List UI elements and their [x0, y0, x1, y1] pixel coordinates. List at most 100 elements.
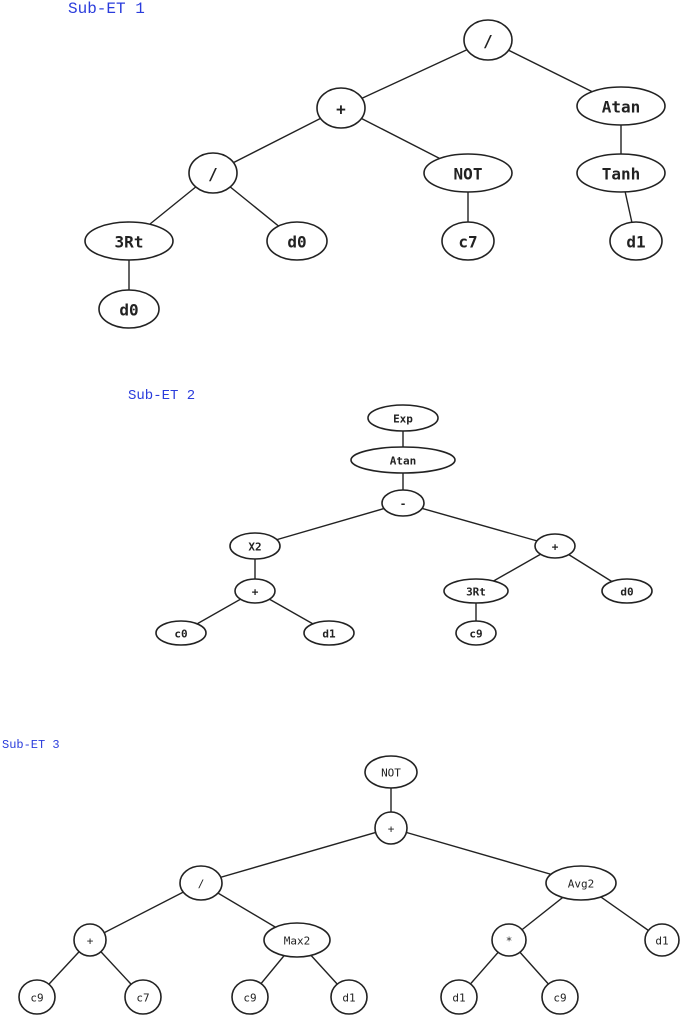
- tree-node-plus: +: [73, 923, 107, 957]
- tree-node-divide: /: [463, 19, 513, 61]
- tree-node-d1: d1: [303, 620, 355, 646]
- tree-edge: [212, 107, 342, 174]
- tree-node-max2: Max2: [263, 922, 331, 958]
- tree-node-ellipse: [234, 578, 276, 604]
- tree-node-ellipse: [188, 152, 238, 194]
- tree-node-label: NOT: [381, 767, 401, 780]
- tree-node-c7: c7: [124, 979, 162, 1015]
- tree-node-ellipse: [330, 979, 368, 1015]
- tree-node-not: NOT: [423, 153, 513, 193]
- tree-node-x2: X2: [229, 532, 281, 560]
- tree-title-sub-et-1: Sub-ET 1: [68, 0, 145, 18]
- tree-node-minus: -: [381, 489, 425, 517]
- tree-node-3rt: 3Rt: [84, 221, 174, 261]
- tree-node-label: X2: [248, 541, 261, 554]
- tree-node-label: /: [483, 32, 493, 51]
- tree-node-d0: d0: [98, 289, 160, 329]
- tree-edge: [254, 502, 404, 547]
- tree-node-ellipse: [124, 979, 162, 1015]
- tree-node-label: 3Rt: [466, 586, 486, 599]
- tree-node-label: c0: [174, 628, 187, 641]
- tree-node-plus: +: [374, 811, 408, 845]
- tree-node-exp: Exp: [367, 404, 439, 432]
- tree-node-ellipse: [491, 923, 527, 957]
- tree-node-label: +: [87, 935, 94, 948]
- tree-node-3rt: 3Rt: [443, 578, 509, 604]
- tree-node-label: 3Rt: [115, 233, 144, 252]
- tree-node-ellipse: [644, 923, 680, 957]
- tree-node-ellipse: [84, 221, 174, 261]
- tree-node-ellipse: [441, 221, 495, 261]
- tree-node-c0: c0: [155, 620, 207, 646]
- tree-node-ellipse: [364, 755, 418, 789]
- tree-node-label: c9: [243, 992, 256, 1005]
- tree-node-ellipse: [381, 489, 425, 517]
- tree-edge: [340, 39, 489, 109]
- tree-node-label: c9: [469, 628, 482, 641]
- tree-node-label: d1: [626, 233, 645, 252]
- tree-title-sub-et-2: Sub-ET 2: [128, 388, 195, 404]
- tree-edge: [89, 882, 202, 941]
- tree-node-ellipse: [303, 620, 355, 646]
- tree-sub-et-1: Sub-ET 1 / + Atan / NOT Tanh 3Rt d0 c7 d1 d0: [68, 0, 666, 329]
- tree-node-label: d1: [342, 992, 355, 1005]
- tree-node-c9: c9: [231, 979, 269, 1015]
- tree-node-label: Avg2: [568, 878, 595, 891]
- tree-node-atan: Atan: [350, 446, 456, 474]
- tree-node-ellipse: [463, 19, 513, 61]
- tree-node-ellipse: [231, 979, 269, 1015]
- tree-node-label: d0: [119, 301, 138, 320]
- tree-node-plus: +: [534, 533, 576, 559]
- tree-node-ellipse: [601, 578, 653, 604]
- tree-node-label: Atan: [390, 455, 417, 468]
- tree-node-ellipse: [73, 923, 107, 957]
- tree-node-label: c9: [30, 992, 43, 1005]
- tree-node-ellipse: [576, 86, 666, 126]
- tree-node-ellipse: [534, 533, 576, 559]
- tree-node-label: Tanh: [602, 165, 641, 184]
- tree-node-ellipse: [263, 922, 331, 958]
- tree-node-label: c7: [458, 233, 477, 252]
- tree-node-d0: d0: [601, 578, 653, 604]
- tree-node-ellipse: [367, 404, 439, 432]
- tree-node-ellipse: [316, 87, 366, 129]
- tree-node-ellipse: [266, 221, 328, 261]
- tree-node-label: d1: [655, 935, 668, 948]
- tree-node-d1: d1: [644, 923, 680, 957]
- tree-title-sub-et-3: Sub-ET 3: [2, 738, 60, 752]
- tree-node-atan: Atan: [576, 86, 666, 126]
- tree-node-label: d0: [620, 586, 633, 599]
- tree-node-multiply: *: [491, 923, 527, 957]
- tree-edge: [200, 827, 392, 884]
- tree-node-ellipse: [18, 979, 56, 1015]
- tree-node-label: +: [336, 100, 346, 119]
- tree-node-ellipse: [545, 865, 617, 901]
- tree-node-ellipse: [455, 620, 497, 646]
- tree-node-ellipse: [350, 446, 456, 474]
- tree-node-ellipse: [440, 979, 478, 1015]
- tree-node-label: Max2: [284, 935, 311, 948]
- tree-node-plus: +: [234, 578, 276, 604]
- tree-node-ellipse: [98, 289, 160, 329]
- tree-node-label: Exp: [393, 413, 413, 426]
- tree-node-ellipse: [155, 620, 207, 646]
- tree-node-not: NOT: [364, 755, 418, 789]
- tree-node-label: d1: [322, 628, 336, 641]
- tree-node-ellipse: [443, 578, 509, 604]
- tree-node-label: d0: [287, 233, 306, 252]
- tree-node-ellipse: [229, 532, 281, 560]
- tree-node-ellipse: [179, 865, 223, 901]
- tree-node-ellipse: [541, 979, 579, 1015]
- tree-node-label: -: [400, 498, 407, 511]
- tree-node-c9: c9: [541, 979, 579, 1015]
- tree-node-ellipse: [423, 153, 513, 193]
- tree-node-ellipse: [576, 153, 666, 193]
- tree-node-label: +: [252, 586, 259, 599]
- tree-node-divide: /: [188, 152, 238, 194]
- tree-node-label: d1: [452, 992, 465, 1005]
- tree-node-d0: d0: [266, 221, 328, 261]
- tree-edge: [402, 502, 556, 547]
